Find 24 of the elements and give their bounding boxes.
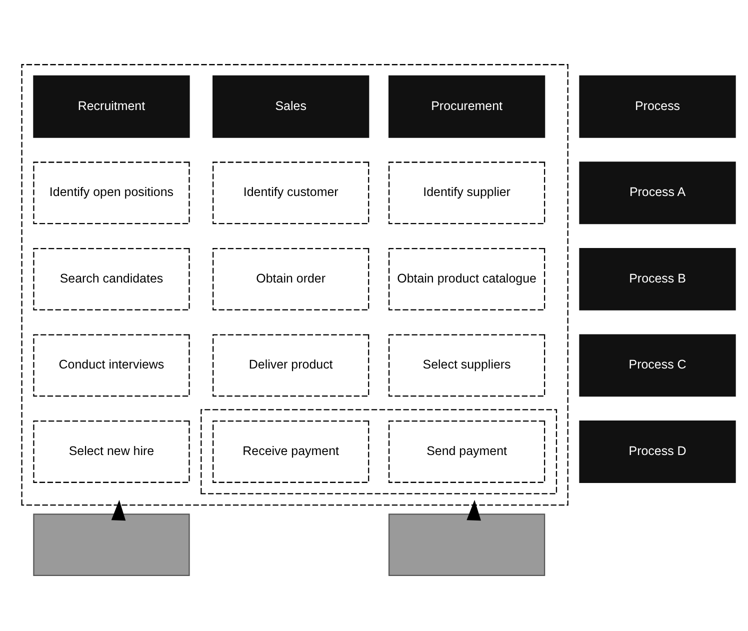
node-box: Send payment — [388, 420, 546, 483]
node-box: Identify customer — [212, 162, 370, 224]
arrow — [466, 500, 481, 521]
cluster — [200, 409, 558, 494]
node-box: Recruitment — [33, 75, 190, 138]
node-box: Process A — [579, 162, 736, 224]
node-box: Identify open positions — [33, 162, 190, 224]
node-box: Process C — [579, 334, 736, 397]
node-box: Process — [579, 75, 736, 138]
node-box: Search candidates — [33, 248, 190, 310]
node-box: Process B — [579, 248, 736, 310]
cluster — [21, 64, 568, 506]
node-box: Identify supplier — [388, 162, 546, 224]
node-box: Deliver product — [212, 334, 370, 397]
node-box: Procurement — [388, 75, 546, 138]
node-box: Obtain product catalogue — [388, 248, 546, 310]
node-box: Receive payment — [212, 420, 370, 483]
node-box: Process D — [579, 420, 736, 483]
node-box: Sales — [212, 75, 370, 138]
node-box: Select new hire — [33, 420, 190, 483]
node-box: Conduct interviews — [33, 334, 190, 397]
node-box: Select suppliers — [388, 334, 546, 397]
arrow — [111, 500, 126, 521]
node-box: Obtain order — [212, 248, 370, 310]
